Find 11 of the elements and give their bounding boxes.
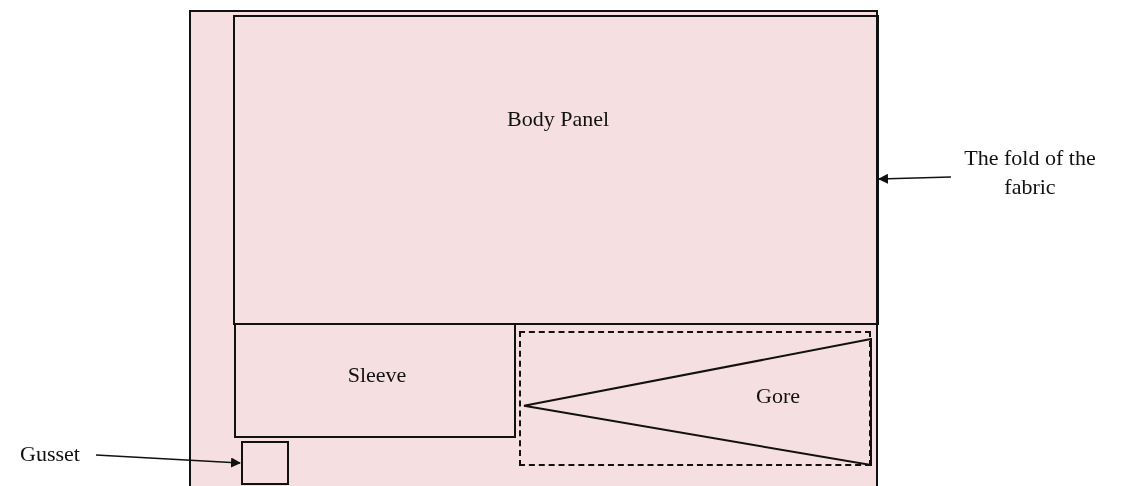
- arrow: [95, 454, 241, 468]
- body-panel-piece: [233, 15, 879, 325]
- gusset-piece: [241, 441, 289, 485]
- piece-label: Gore: [755, 382, 801, 410]
- sleeve-piece: [234, 323, 516, 438]
- piece-label: Sleeve: [346, 361, 408, 389]
- fold-label: The fold of the fabric: [963, 144, 1097, 201]
- arrow: [878, 173, 952, 184]
- fabric-area: [189, 10, 878, 486]
- gusset-label: Gusset: [19, 440, 81, 468]
- piece-label: Body Panel: [505, 105, 611, 133]
